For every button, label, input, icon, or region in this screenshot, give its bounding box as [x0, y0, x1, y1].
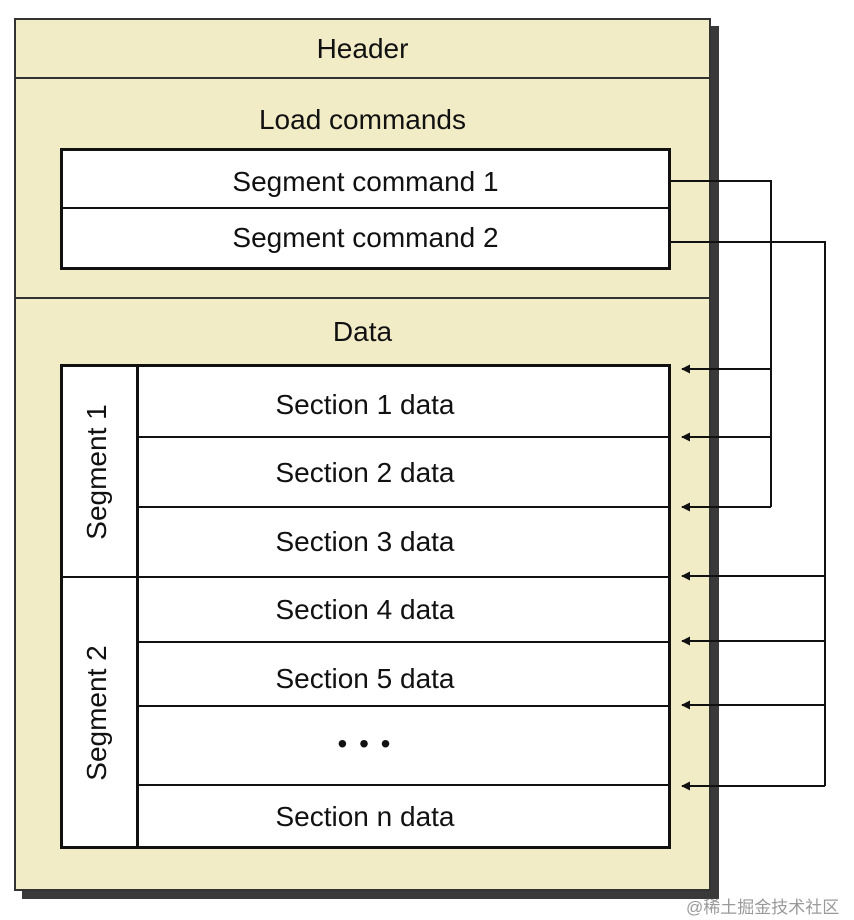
section-1-data: Section 1 data — [275, 389, 455, 420]
load-commands-box — [60, 148, 671, 270]
watermark: @稀土掘金技术社区 — [686, 898, 840, 917]
header-label: Header — [316, 33, 409, 64]
segment-command-2-connector — [671, 241, 826, 786]
load-commands-divider — [14, 297, 711, 299]
section-2-data: Section 2 data — [275, 457, 455, 488]
section-5-data: Section 5 data — [275, 663, 455, 694]
section-divider — [136, 641, 671, 643]
section-4-data: Section 4 data — [275, 594, 455, 625]
section-divider — [136, 506, 671, 508]
header-divider — [14, 77, 711, 79]
data-box — [60, 364, 671, 849]
ellipsis-sections: • • • — [337, 728, 393, 759]
segment-command-2: Segment command 2 — [232, 222, 499, 253]
section-3-data: Section 3 data — [275, 526, 455, 557]
segment-column-divider — [136, 364, 139, 849]
segment-command-1: Segment command 1 — [232, 166, 499, 197]
segment-divider — [60, 576, 671, 578]
data-label: Data — [332, 316, 393, 347]
segment-command-1-connector — [671, 180, 772, 507]
section-divider — [136, 705, 671, 707]
load-commands-label: Load commands — [258, 104, 466, 135]
section-divider — [136, 784, 671, 786]
section-n-data: Section n data — [275, 801, 455, 832]
section-divider — [136, 436, 671, 438]
load-command-divider — [60, 207, 671, 209]
